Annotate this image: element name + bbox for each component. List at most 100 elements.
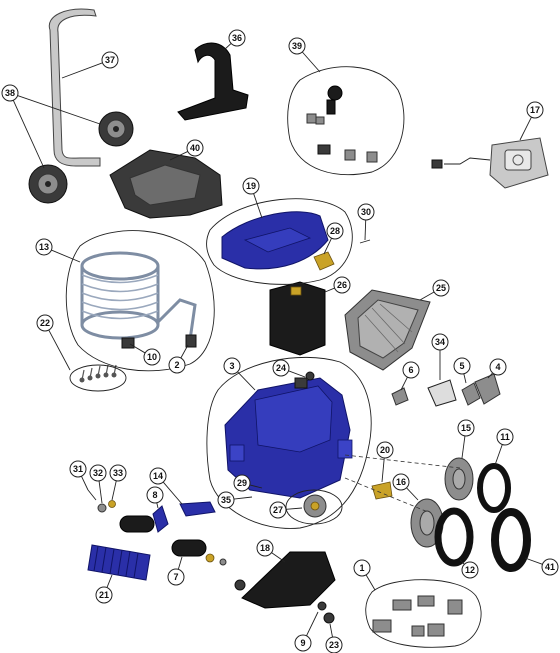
leader-line	[98, 480, 103, 504]
part-number-label: 28	[330, 226, 340, 236]
callout-37: 37	[61, 51, 119, 79]
callout-2: 2	[168, 344, 189, 374]
callout-31: 31	[69, 460, 89, 491]
impeller-cap	[313, 251, 335, 271]
leader-line	[162, 481, 183, 505]
group-outline-27	[285, 489, 343, 525]
brush-roller-1	[119, 515, 155, 533]
motor-block	[269, 281, 326, 356]
callout-19: 19	[242, 177, 263, 219]
callout-29: 29	[233, 474, 263, 492]
part-20	[371, 481, 393, 500]
part-number-label: 34	[435, 337, 445, 347]
leader-line	[301, 51, 321, 73]
callout-14: 14	[149, 467, 183, 505]
part-6	[391, 387, 409, 406]
leader-line	[323, 238, 332, 255]
callout-circle	[326, 222, 344, 240]
callout-4: 4	[487, 358, 507, 379]
track-12	[434, 507, 474, 567]
part-number-label: 14	[153, 471, 163, 481]
part-number-label: 40	[190, 143, 200, 153]
callout-28: 28	[323, 222, 344, 255]
callout-39: 39	[288, 37, 321, 73]
part-number-label: 23	[329, 640, 339, 650]
callout-circle	[489, 358, 507, 376]
callout-26: 26	[324, 276, 351, 294]
leader-line	[288, 370, 306, 378]
callout-circle	[69, 460, 87, 478]
part-number-label: 24	[276, 363, 286, 373]
callout-circle	[149, 467, 167, 485]
leader-line	[111, 480, 117, 501]
part-number-label: 3	[229, 361, 234, 371]
callout-circle	[109, 464, 127, 482]
callout-35: 35	[217, 491, 253, 509]
callout-33: 33	[109, 464, 127, 501]
part-number-label: 32	[93, 468, 103, 478]
callout-circle	[294, 634, 312, 652]
leader-line	[487, 372, 493, 379]
part-number-label: 17	[530, 105, 540, 115]
leader-line	[400, 376, 408, 391]
group-outline-39	[287, 66, 405, 176]
part-number-label: 11	[500, 432, 510, 442]
brush-roller-2	[171, 539, 207, 557]
part-number-label: 12	[465, 565, 475, 575]
leader-line	[106, 574, 113, 588]
part-number-label: 1	[359, 563, 364, 573]
clips-kit	[306, 85, 378, 163]
leader-line	[51, 249, 81, 263]
part-number-label: 9	[300, 638, 305, 648]
leader-line	[519, 116, 532, 141]
part-5	[461, 382, 481, 406]
callout-7: 7	[167, 556, 185, 586]
callout-circle	[89, 464, 107, 482]
leader-line	[459, 559, 465, 565]
part-number-label: 15	[461, 423, 471, 433]
part-number-label: 5	[459, 361, 464, 371]
callout-circle	[402, 361, 420, 379]
part-illustrations	[28, 8, 549, 637]
part-8	[152, 505, 169, 533]
callout-23: 23	[325, 623, 343, 653]
part-number-label: 21	[99, 590, 109, 600]
leader-line	[237, 371, 256, 391]
group-outline-3	[206, 356, 372, 529]
callout-32: 32	[89, 464, 107, 504]
callout-40: 40	[169, 139, 204, 161]
part-number-label: 29	[237, 478, 247, 488]
callout-16: 16	[392, 473, 419, 501]
callout-circle	[353, 559, 371, 577]
leader-line	[285, 507, 303, 510]
leader-line	[169, 151, 188, 161]
group-outline-13	[65, 230, 215, 372]
part-number-label: 16	[396, 477, 406, 487]
part-4	[474, 373, 501, 405]
leader-line	[381, 457, 385, 483]
callout-circle	[101, 51, 119, 69]
leader-line	[61, 62, 103, 79]
leader-line	[156, 502, 159, 509]
callout-6: 6	[400, 361, 420, 391]
part-number-label: 38	[5, 88, 15, 98]
caddy-handle	[48, 8, 101, 167]
leader-line	[461, 435, 466, 459]
robot-body	[224, 377, 353, 499]
leader-line	[177, 556, 183, 570]
floating-cable	[80, 251, 197, 349]
callout-circle	[223, 357, 241, 375]
callout-circle	[325, 636, 343, 653]
callout-circle	[167, 568, 185, 586]
wall-bracket	[177, 42, 249, 121]
callout-25: 25	[419, 279, 450, 301]
part-number-label: 39	[292, 41, 302, 51]
group-outlines	[65, 66, 482, 648]
callout-circle	[36, 314, 54, 332]
leader-line	[249, 484, 263, 489]
callout-8: 8	[146, 486, 164, 509]
callout-24: 24	[272, 359, 306, 378]
leader-line	[233, 496, 253, 500]
leader-line	[223, 43, 232, 51]
